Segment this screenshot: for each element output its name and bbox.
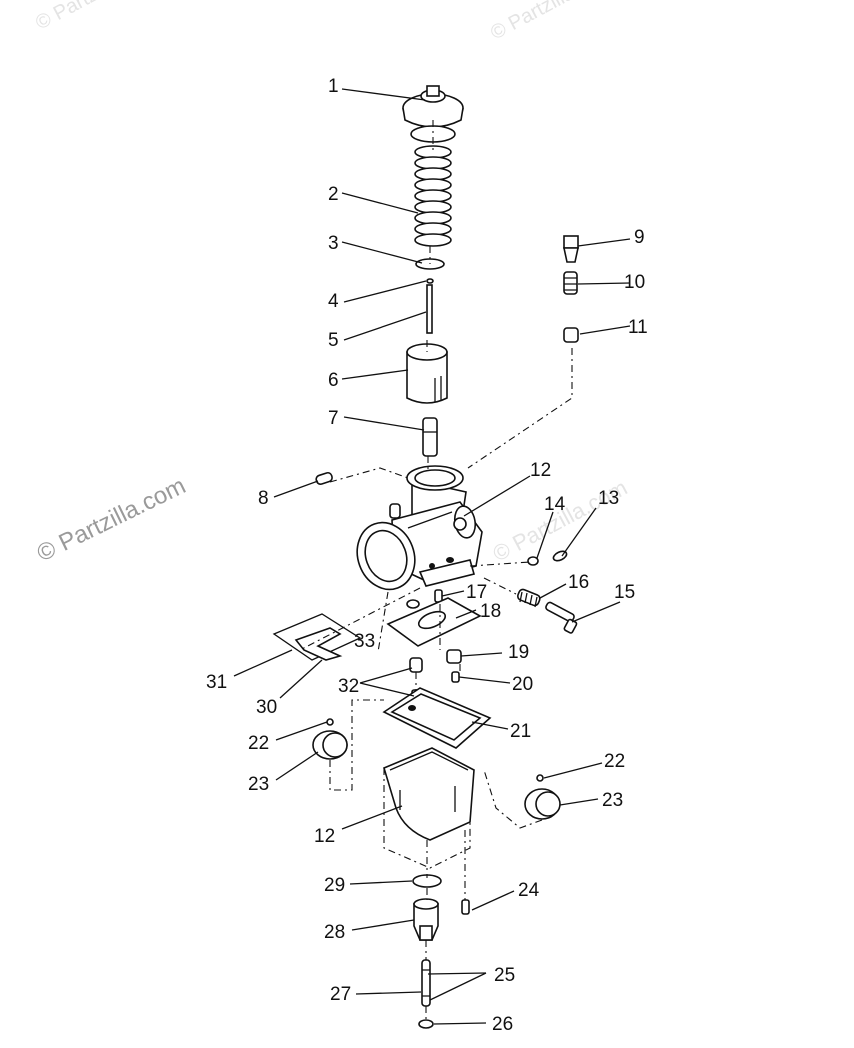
part-carburetor-body [356,465,483,591]
callout-10: 10 [624,272,645,293]
part-throttle-bracket [272,613,362,661]
callout-2: 2 [328,184,339,205]
callout-26: 26 [492,1014,513,1035]
part-main-jet [446,649,462,664]
callout-22-left: 22 [248,733,269,754]
assembly-lines [299,120,573,1020]
part-clip [426,278,434,284]
part-pin [315,471,333,485]
part-needle-jet [422,417,438,457]
callout-23-left: 23 [248,774,269,795]
part-washer-26 [418,1019,434,1029]
watermark-main: © Partzilla.com [33,472,190,567]
callout-11: 11 [628,317,648,338]
callout-28: 28 [324,922,345,943]
part-small-ball-right [536,774,544,782]
part-top-cap [402,85,464,128]
part-gasket-plate [386,597,482,647]
callout-15: 15 [614,582,635,603]
callout-23-right: 23 [602,790,623,811]
callout-9: 9 [634,227,645,248]
part-cap-right [524,788,561,820]
callout-31: 31 [206,672,227,693]
callout-32: 32 [338,676,359,697]
part-throttle-valve [406,343,448,404]
leader-lines [233,88,631,1025]
callout-19: 19 [508,642,529,663]
callout-21: 21 [510,721,531,742]
callout-7: 7 [328,408,339,429]
callout-12-top: 12 [530,460,551,481]
callout-5: 5 [328,330,339,351]
part-washer-14 [527,556,539,566]
watermark-faint-top-left: © Partzilla.com [32,0,161,34]
part-bowl-gasket [382,687,492,749]
callout-6: 6 [328,370,339,391]
part-pilot-screw [545,601,578,634]
part-o-ring [406,599,420,609]
callout-29: 29 [324,875,345,896]
part-drain-plug [413,898,439,941]
callout-1: 1 [328,76,339,97]
callouts: 1 2 3 4 5 6 7 8 9 10 11 12 13 14 15 16 1… [206,76,648,1035]
callout-24: 24 [518,880,540,901]
callout-22-right: 22 [604,751,625,772]
callout-18: 18 [480,601,501,622]
part-small-spring [563,271,578,295]
callout-8: 8 [258,488,269,509]
callout-4: 4 [328,291,339,312]
part-cap-left [312,730,348,760]
watermark-faint-top-center: © Partzilla.com [487,0,616,44]
part-jet-20 [451,671,460,683]
callout-33: 33 [354,631,375,652]
callout-30: 30 [256,697,277,718]
callout-3: 3 [328,233,339,254]
part-small-ball-left [326,718,334,726]
part-pilot-spring [516,588,541,608]
callout-12-bottom: 12 [314,826,335,847]
part-float-bowl [383,747,475,841]
callout-25: 25 [494,965,515,986]
callout-16: 16 [568,572,589,593]
part-plug [563,327,579,343]
part-adjust-screw [563,235,579,263]
callout-17: 17 [466,582,487,603]
callout-27: 27 [330,984,351,1005]
part-jet-needle [426,284,433,334]
callout-14: 14 [544,494,566,515]
part-tube [421,959,431,1007]
callout-13: 13 [598,488,619,509]
callout-20: 20 [512,674,533,695]
part-screw-24 [461,899,470,915]
part-spring [414,145,452,247]
